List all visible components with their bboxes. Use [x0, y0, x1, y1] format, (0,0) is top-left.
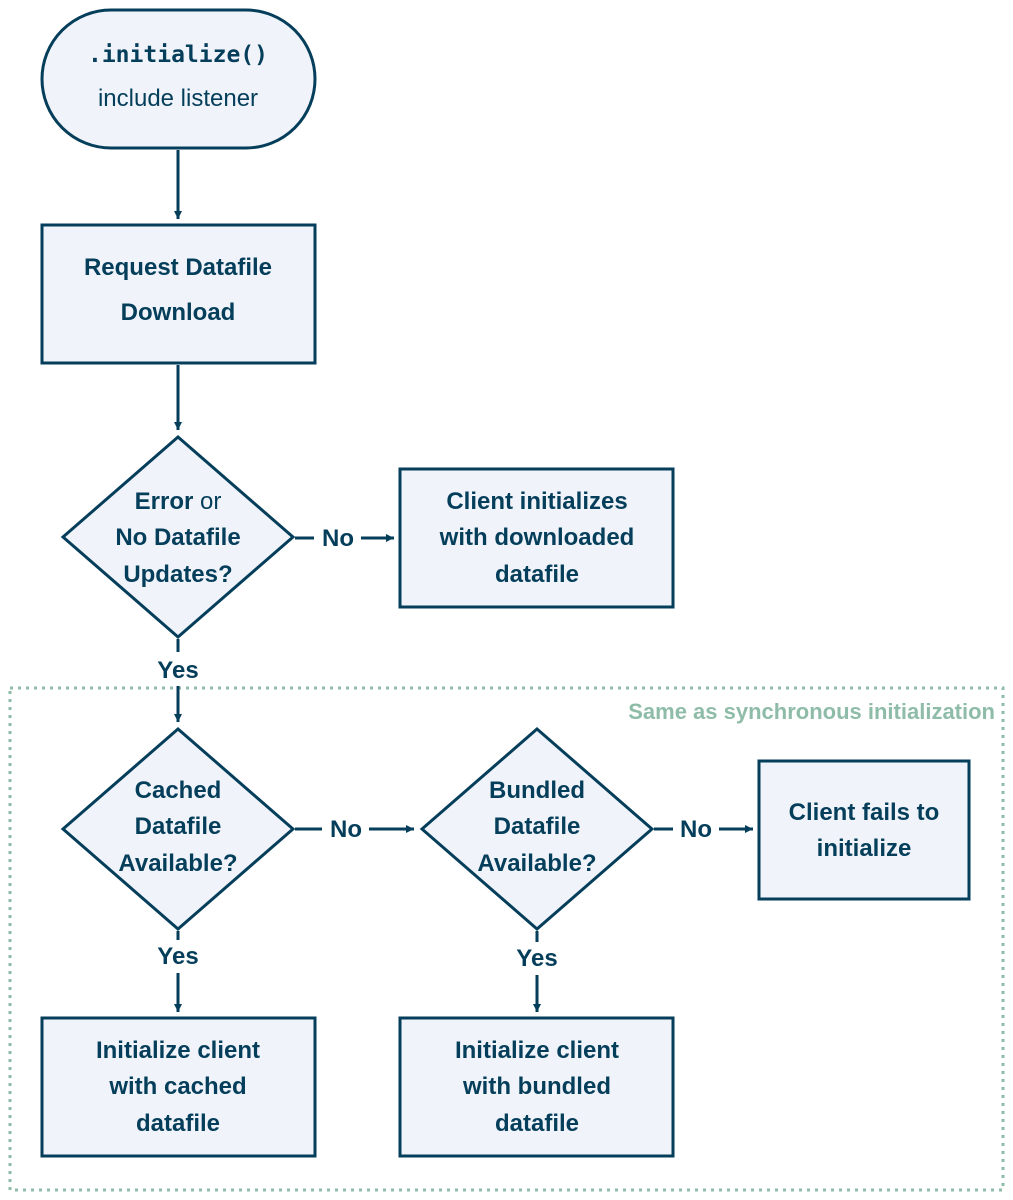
- edge-yes-label-2: Yes: [157, 943, 198, 970]
- downloaded-line3: datafile: [495, 561, 579, 588]
- downloaded-box: [398, 467, 675, 609]
- init-cached-line1: Initialize client: [96, 1037, 260, 1064]
- decision-error-diamond: [60, 435, 296, 639]
- decision-cached-line1: Cached: [135, 777, 222, 804]
- fails-box: [757, 759, 971, 901]
- edge-yes-label-3: Yes: [516, 945, 557, 972]
- edge-no-label-3: No: [680, 816, 712, 843]
- decision-cached-line3: Available?: [118, 850, 237, 877]
- decision-cached-line2: Datafile: [135, 813, 222, 840]
- init-bundled-line1: Initialize client: [455, 1037, 619, 1064]
- decision-error-line3: Updates?: [123, 561, 232, 588]
- downloaded-line1: Client initializes: [446, 488, 627, 515]
- request-download-box: [40, 223, 317, 365]
- edge-no-label-1: No: [322, 525, 354, 552]
- group-label: Same as synchronous initialization: [628, 699, 995, 724]
- init-bundled-line3: datafile: [495, 1110, 579, 1137]
- fails-line2: initialize: [817, 835, 912, 862]
- edge-no-label-2: No: [330, 816, 362, 843]
- decision-bundled-line1: Bundled: [489, 777, 585, 804]
- request-line2: Download: [121, 299, 236, 326]
- decision-bundled-line3: Available?: [477, 850, 596, 877]
- init-cached-box: [40, 1016, 317, 1158]
- decision-bundled-diamond: [419, 727, 655, 931]
- decision-bundled-line2: Datafile: [494, 813, 581, 840]
- downloaded-line2: with downloaded: [439, 524, 635, 551]
- init-cached-line2: with cached: [108, 1073, 246, 1100]
- start-terminal: [40, 8, 317, 150]
- start-sub: include listener: [98, 85, 258, 112]
- fails-line1: Client fails to: [789, 799, 940, 826]
- decision-error-line1: Error or: [135, 488, 222, 515]
- init-bundled-line2: with bundled: [462, 1073, 611, 1100]
- init-cached-line3: datafile: [136, 1110, 220, 1137]
- decision-error-line2: No Datafile: [115, 524, 240, 551]
- start-method: .initialize(): [88, 42, 268, 68]
- decision-cached-diamond: [60, 727, 296, 931]
- group-border: [8, 686, 1005, 1192]
- init-bundled-box: [398, 1016, 675, 1158]
- request-line1: Request Datafile: [84, 254, 272, 281]
- edge-yes-label-1: Yes: [157, 657, 198, 684]
